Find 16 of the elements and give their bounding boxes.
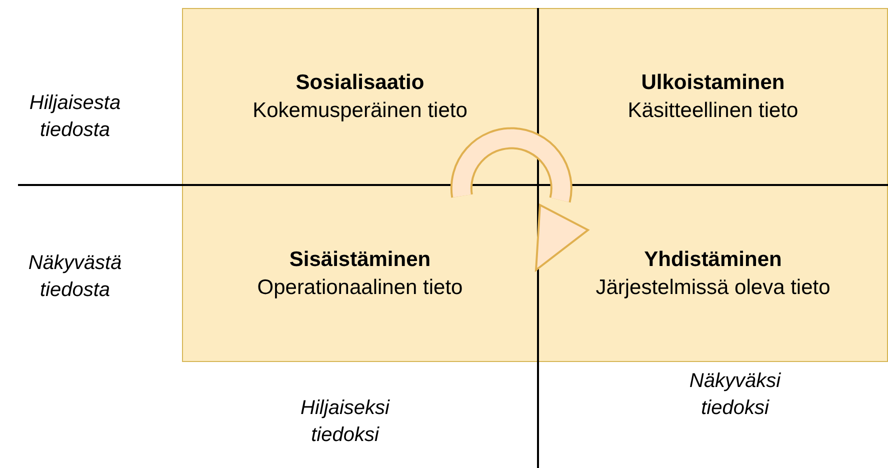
quadrant-box: [538, 185, 888, 362]
quadrant-subtitle: Järjestelmissä oleva tieto: [596, 274, 830, 300]
quadrant-box: [182, 8, 538, 185]
quadrant-box: [182, 185, 538, 362]
axis-label: Hiljaiseksi tiedoksi: [300, 396, 391, 448]
quadrant-title: Yhdistäminen: [644, 246, 782, 272]
quadrant-subtitle: Käsitteellinen tieto: [628, 98, 798, 124]
quadrant-title: Sisäistäminen: [289, 246, 431, 272]
quadrant-title: Ulkoistaminen: [641, 70, 785, 96]
axis-label: Näkyvästä tiedosta: [27, 251, 123, 303]
quadrant-subtitle: Kokemusperäinen tieto: [252, 98, 468, 124]
axis-label: Hiljaisesta tiedosta: [28, 91, 122, 143]
quadrant-box: [538, 8, 888, 185]
axis-label: Näkyväksi tiedoksi: [688, 369, 782, 421]
quadrant-title: Sosialisaatio: [296, 70, 424, 96]
quadrant-subtitle: Operationaalinen tieto: [257, 274, 463, 300]
